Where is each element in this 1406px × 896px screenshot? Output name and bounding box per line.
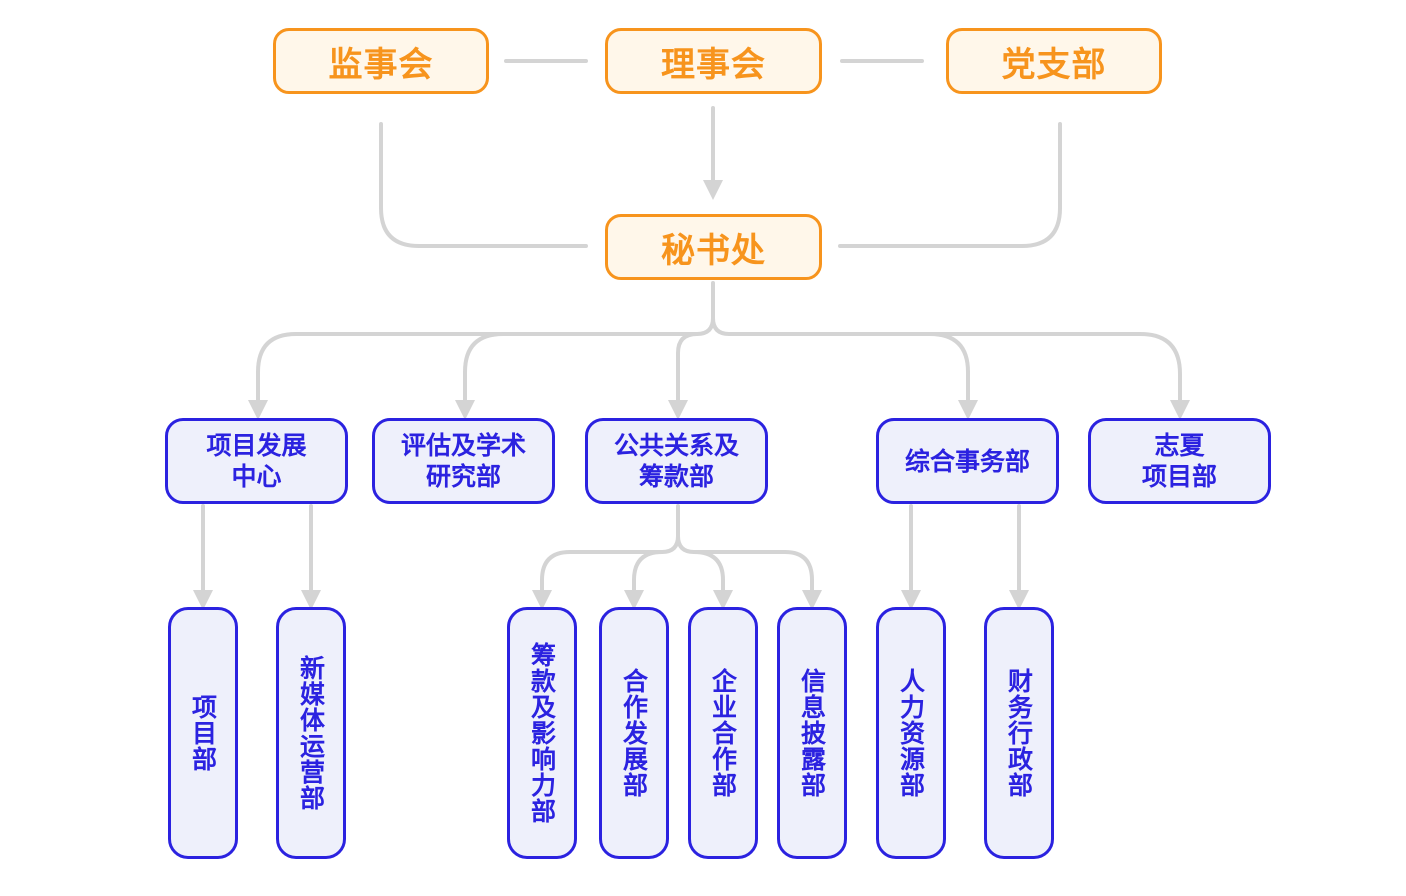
- party-branch-node: 党支部: [946, 28, 1162, 94]
- dept-project-development-center: 项目发展 中心: [165, 418, 348, 504]
- connector-to-sub-4: [624, 550, 664, 610]
- sub-project-dept: 项目部: [168, 607, 238, 859]
- connector-to-sub-5: [676, 534, 733, 610]
- connector-to-dept-3: [668, 332, 699, 420]
- dept-evaluation-research: 评估及学术 研究部: [372, 418, 555, 504]
- sub-information-disclosure-dept-label: 信息披露部: [797, 668, 827, 798]
- connector-party-secretariat: [838, 122, 1062, 248]
- connector-secretariat-trunk-right: [711, 316, 1142, 336]
- secretariat-node: 秘书处: [605, 214, 822, 280]
- sub-corporate-cooperation-dept-label: 企业合作部: [708, 668, 738, 798]
- sub-finance-admin-dept-label: 财务行政部: [1004, 668, 1034, 798]
- sub-new-media-dept: 新媒体运营部: [276, 607, 346, 859]
- board-node: 理事会: [605, 28, 822, 94]
- sub-information-disclosure-dept: 信息披露部: [777, 607, 847, 859]
- connector-secretariat-trunk: [294, 281, 715, 336]
- supervisors-node: 监事会: [273, 28, 489, 94]
- dept-public-relations-fundraising: 公共关系及 筹款部: [585, 418, 768, 504]
- sub-new-media-dept-label: 新媒体运营部: [296, 655, 326, 811]
- sub-project-dept-label: 项目部: [188, 694, 218, 772]
- sub-cooperation-development-dept: 合作发展部: [599, 607, 669, 859]
- sub-human-resources-dept-label: 人力资源部: [896, 668, 926, 798]
- sub-finance-admin-dept: 财务行政部: [984, 607, 1054, 859]
- sub-cooperation-development-dept-label: 合作发展部: [619, 668, 649, 798]
- sub-human-resources-dept: 人力资源部: [876, 607, 946, 859]
- connector-to-dept-1: [248, 332, 298, 420]
- sub-fundraising-influence-dept: 筹款及影响力部: [507, 607, 577, 859]
- dept-zhixia-project: 志夏 项目部: [1088, 418, 1271, 504]
- connector-to-dept-4: [928, 332, 978, 420]
- connector-supervisors-secretariat: [379, 122, 588, 248]
- connector-to-sub-6: [692, 550, 822, 610]
- sub-fundraising-influence-dept-label: 筹款及影响力部: [527, 642, 557, 824]
- connector-to-dept-2: [455, 332, 505, 420]
- connector-to-dept-5: [1138, 332, 1190, 420]
- sub-corporate-cooperation-dept: 企业合作部: [688, 607, 758, 859]
- dept-general-affairs: 综合事务部: [876, 418, 1059, 504]
